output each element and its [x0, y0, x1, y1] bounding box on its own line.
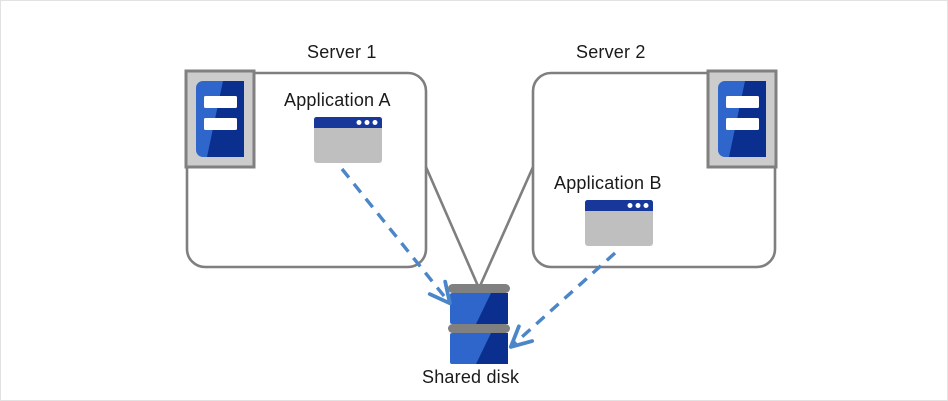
server1-label: Server 1 [307, 42, 377, 62]
shared-disk-label: Shared disk [422, 367, 520, 387]
connector-server1-to-disk [424, 166, 480, 287]
application-a-label: Application A [284, 90, 391, 110]
application-window-icon-a [314, 117, 382, 163]
connector-server2-to-disk [478, 166, 535, 287]
application-window-icon-b [585, 200, 653, 246]
dataflow-arrow-app-a [340, 167, 452, 306]
dataflow-arrow-app-b [508, 251, 617, 349]
server-icon-1 [184, 69, 256, 169]
application-b-label: Application B [554, 173, 662, 193]
server2-label: Server 2 [576, 42, 646, 62]
server-icon-2 [706, 69, 778, 169]
disk-stack-icon [448, 284, 510, 364]
